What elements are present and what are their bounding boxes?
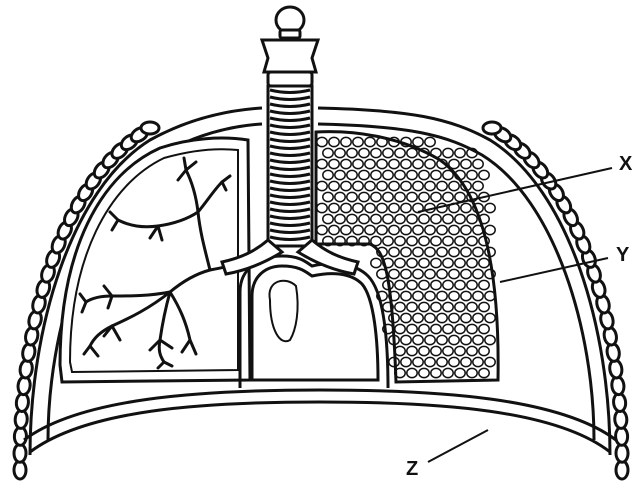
diaphragm <box>24 390 616 452</box>
trachea <box>268 86 312 246</box>
label-x: X <box>619 154 632 174</box>
heart-cavity <box>240 256 388 388</box>
leader-line-z <box>428 430 488 462</box>
label-y: Y <box>616 245 629 265</box>
label-z: Z <box>406 459 418 479</box>
larynx <box>262 7 318 86</box>
